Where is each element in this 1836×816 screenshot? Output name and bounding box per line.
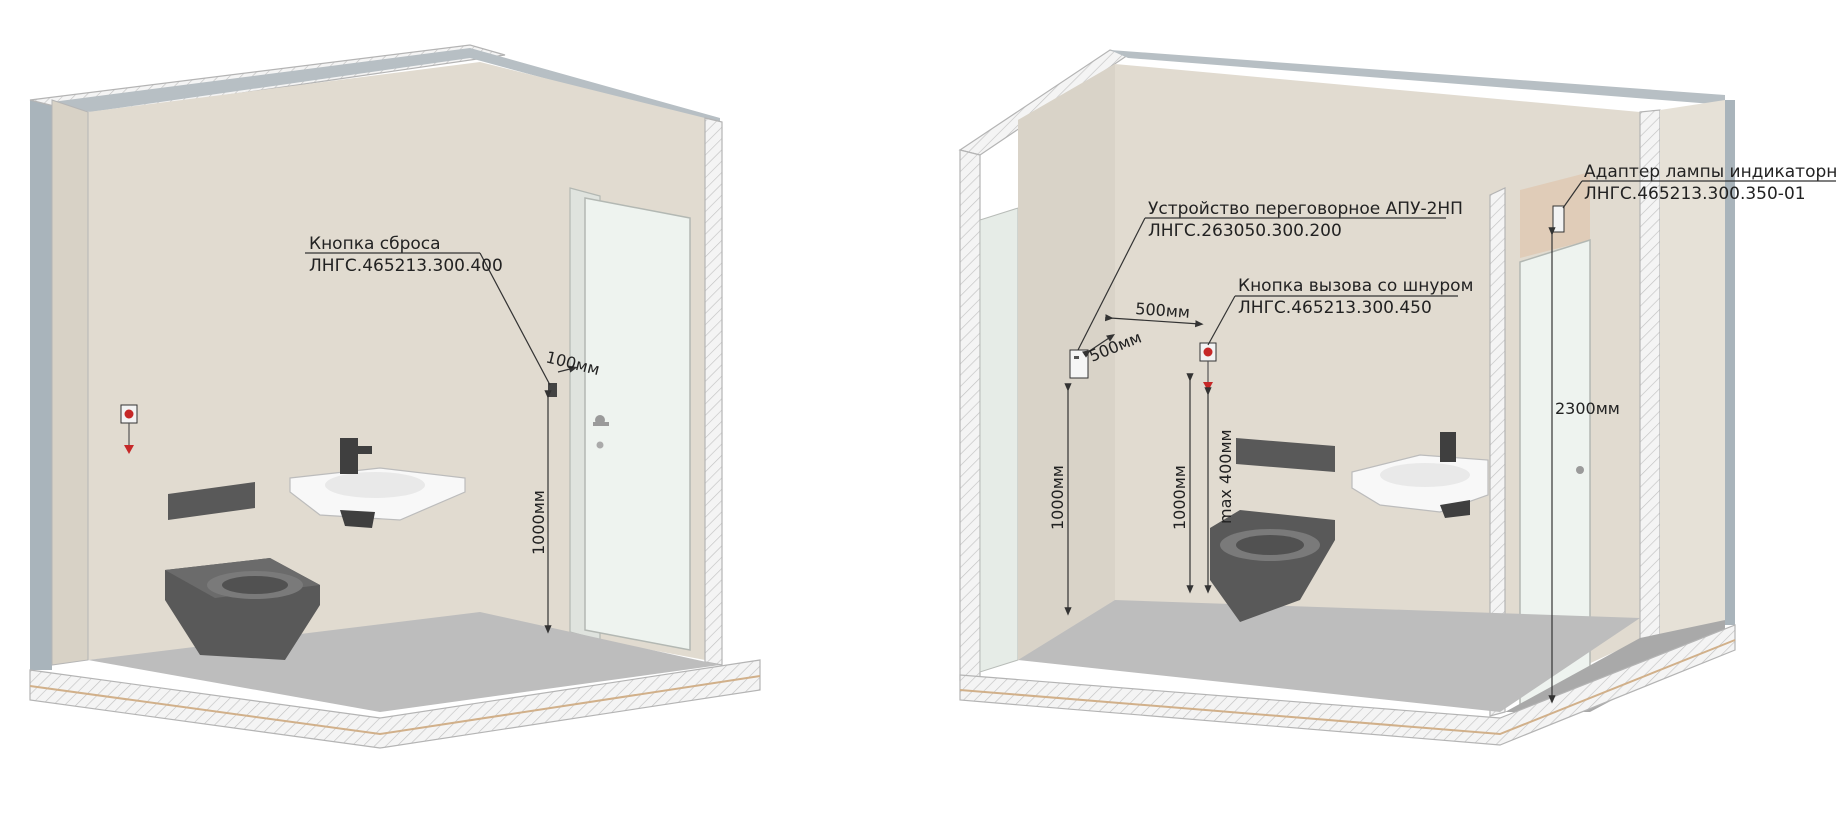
dim-100-line — [557, 365, 578, 373]
right-left-opening — [979, 207, 1019, 673]
right-outer-face — [1660, 100, 1725, 640]
left-right-wall-hatch — [704, 117, 723, 666]
lamp-adapter-code: ЛНГС.465213.300.350-01 — [1584, 184, 1806, 204]
lamp-adapter-leader — [1562, 180, 1583, 209]
call-button-code: ЛНГС.465213.300.450 — [1238, 298, 1432, 318]
intercom-code: ЛНГС.263050.300.200 — [1148, 221, 1342, 241]
left-door-lever — [593, 422, 609, 426]
intercom-leader — [1077, 217, 1146, 351]
call-button-name: Кнопка вызова со шнуром — [1238, 276, 1473, 296]
reset-button-name: Кнопка сброса — [309, 234, 441, 254]
intercom-name: Устройство переговорное АПУ-2НП — [1148, 199, 1463, 219]
right-toilet — [1210, 510, 1335, 622]
dim-lamp-height-label: 2300мм — [1555, 399, 1620, 418]
reset-button-code: ЛНГС.465213.300.400 — [309, 256, 503, 276]
right-top-edge — [1110, 50, 1725, 105]
left-floor-layer — [29, 675, 761, 736]
left-reset-button-device — [548, 383, 557, 397]
left-sink — [289, 438, 466, 528]
right-door-handle — [1576, 466, 1584, 474]
dim-cord-label: max 400мм — [1216, 429, 1235, 524]
left-door-lock — [596, 441, 604, 449]
dim-500-top-label: 500мм — [1135, 299, 1191, 322]
call-button-leader — [1207, 295, 1236, 346]
left-outer-wall-edge — [30, 100, 52, 670]
right-back-wall — [1018, 64, 1640, 660]
left-top-edge — [52, 48, 720, 126]
reset-button-leader — [479, 252, 551, 386]
right-left-wall-hatch — [959, 149, 981, 681]
right-sink — [1351, 432, 1489, 518]
lamp-adapter-device — [1552, 205, 1565, 233]
left-floor-slab — [29, 659, 761, 749]
lamp-adapter-name: Адаптер лампы индикаторной — [1584, 162, 1836, 182]
intercom-device — [1069, 349, 1089, 379]
right-room: Устройство переговорное АПУ-2НП ЛНГС.263… — [958, 49, 1836, 746]
dim-button-height-label: 1000мм — [1170, 465, 1189, 530]
left-grab-bar — [168, 482, 255, 520]
left-door — [584, 197, 691, 651]
right-grab-bar — [1236, 438, 1335, 472]
dim-1000-label: 1000мм — [529, 490, 548, 555]
left-room: Кнопка сброса ЛНГС.465213.300.400 100мм … — [29, 44, 761, 749]
right-floor-layer — [959, 639, 1736, 736]
dim-500-diag-line — [1082, 334, 1115, 358]
right-floor-slab — [959, 624, 1736, 746]
right-outer-edge — [1725, 100, 1735, 625]
left-call-button — [120, 404, 138, 454]
right-call-button — [1199, 342, 1217, 391]
left-wall-thickness — [51, 99, 89, 666]
right-floor — [1018, 600, 1640, 712]
dim-500-top-line — [1104, 314, 1204, 328]
dim-intercom-height-label: 1000мм — [1048, 465, 1067, 530]
right-floor-strip — [1505, 620, 1725, 712]
left-toilet — [165, 558, 320, 660]
right-left-wall — [1018, 64, 1115, 660]
left-floor — [88, 612, 720, 712]
